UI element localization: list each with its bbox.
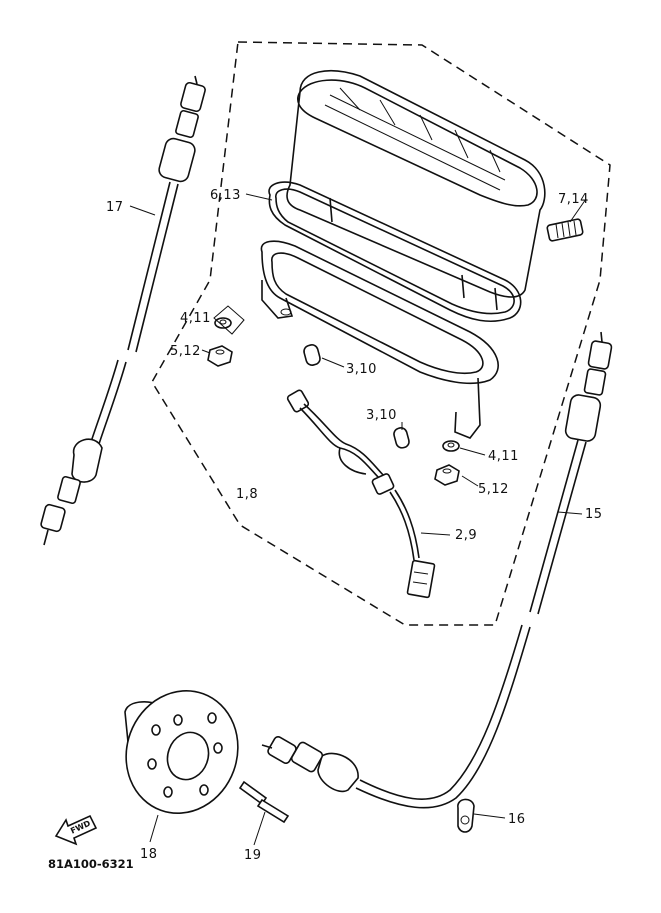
bulb-upper [303, 344, 321, 366]
bulb-socket-harness [286, 389, 436, 599]
drive-pin-19 [238, 780, 290, 824]
leader-lines [129, 193, 587, 846]
mounting-bracket [260, 240, 499, 439]
drawing-code: 81A100-6321 [48, 857, 134, 871]
speedometer-cable-17 [40, 75, 206, 546]
washer-right [442, 440, 460, 452]
bulb-lower [393, 427, 410, 449]
callout-1-8: 1,8 [236, 487, 258, 502]
fwd-arrow-icon: FWD [54, 814, 98, 846]
callout-17: 17 [106, 200, 124, 215]
callout-2-9: 2,9 [455, 528, 477, 543]
washer-left [214, 317, 232, 329]
meter-gear-18 [124, 689, 239, 815]
callout-6-13: 6,13 [210, 188, 241, 203]
callout-7-14: 7,14 [558, 192, 589, 207]
callout-5-12-right: 5,12 [478, 482, 509, 497]
callout-18: 18 [140, 847, 158, 862]
callout-19: 19 [244, 848, 262, 863]
callout-5-12-left: 5,12 [170, 344, 201, 359]
nut-left [207, 345, 233, 367]
cable-clamp-16 [457, 798, 475, 833]
callout-15: 15 [585, 507, 603, 522]
tachometer-cable-15 [261, 331, 613, 809]
callout-16: 16 [508, 812, 526, 827]
meter-housing [268, 70, 584, 323]
callout-4-11-left: 4,11 [180, 311, 211, 326]
callout-4-11-right: 4,11 [488, 449, 519, 464]
callout-3-10-lower: 3,10 [366, 408, 397, 423]
nut-right [434, 464, 460, 486]
callout-3-10-upper: 3,10 [346, 362, 377, 377]
